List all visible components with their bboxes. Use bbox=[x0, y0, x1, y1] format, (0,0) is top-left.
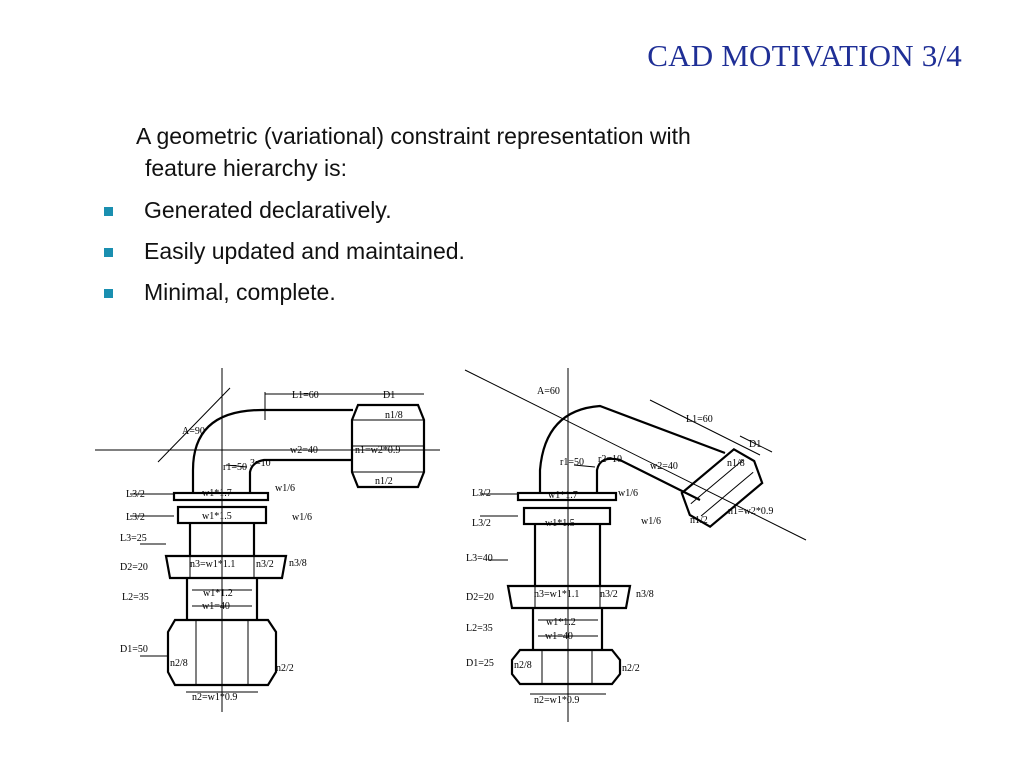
dim-label: w1*1.7 bbox=[548, 490, 578, 501]
dim-label: 3=10 bbox=[250, 458, 271, 469]
dim-label: A=90 bbox=[182, 426, 205, 437]
dim-label: w1/6 bbox=[292, 512, 312, 523]
dim-label: n1=w2*0.9 bbox=[355, 445, 400, 456]
dim-label: w1/6 bbox=[618, 488, 638, 499]
dim-label: w2=40 bbox=[290, 445, 318, 456]
bullet-list: Generated declaratively. Easily updated … bbox=[104, 193, 465, 316]
dim-label: w1*1.7 bbox=[202, 488, 232, 499]
dim-label: L3/2 bbox=[126, 512, 145, 523]
dim-label: n3/8 bbox=[289, 558, 307, 569]
dim-label: L1=60 bbox=[686, 414, 713, 425]
dim-label: L1=60 bbox=[292, 390, 319, 401]
dim-label: L2=35 bbox=[122, 592, 149, 603]
dim-label: D1 bbox=[749, 439, 761, 450]
dim-label: w1*1.2 bbox=[203, 588, 233, 599]
right-fitting-diagram: A=60 L1=60 D1 n1/8 n1=w2*0.9 n1/2 w2=40 … bbox=[464, 368, 807, 722]
dim-label: D2=20 bbox=[120, 562, 148, 573]
dim-label: D2=20 bbox=[466, 592, 494, 603]
dim-label: w1*1.5 bbox=[545, 518, 575, 529]
bullet-item: Generated declaratively. bbox=[104, 193, 465, 234]
right-labels: A=60 L1=60 D1 n1/8 n1=w2*0.9 n1/2 w2=40 … bbox=[466, 386, 773, 706]
left-fitting-diagram: A=90 L1=60 D1 n1/8 n1=w2*0.9 n1/2 w2=40 … bbox=[95, 368, 440, 712]
dim-label: w1/6 bbox=[275, 483, 295, 494]
dim-label: L3/2 bbox=[472, 518, 491, 529]
dim-label: n2/2 bbox=[276, 663, 294, 674]
dim-label: r1=50 bbox=[560, 457, 584, 468]
dim-label: D1=50 bbox=[120, 644, 148, 655]
right-geometry bbox=[464, 368, 807, 722]
dim-label: n1/2 bbox=[690, 515, 708, 526]
dim-label: w1*1.2 bbox=[546, 617, 576, 628]
dim-label: w1/6 bbox=[641, 516, 661, 527]
dim-label: w1=40 bbox=[202, 601, 230, 612]
dim-label: n2=w1*0.9 bbox=[534, 695, 579, 706]
slide-title: CAD MOTIVATION 3/4 bbox=[647, 38, 962, 73]
bullet-text: Minimal, complete. bbox=[144, 279, 336, 305]
dim-label: w2=40 bbox=[650, 461, 678, 472]
dim-label: D1=25 bbox=[466, 658, 494, 669]
bullet-text: Easily updated and maintained. bbox=[144, 238, 465, 264]
intro-line-2: feature hierarchy is: bbox=[145, 155, 347, 181]
dim-label: n3/2 bbox=[256, 559, 274, 570]
left-geometry bbox=[95, 368, 440, 712]
dim-label: L3=40 bbox=[466, 553, 493, 564]
dim-label: n2=w1*0.9 bbox=[192, 692, 237, 703]
dim-label: n1/8 bbox=[727, 458, 745, 469]
dim-label: w1*1.5 bbox=[202, 511, 232, 522]
dim-label: n3=w1*1.1 bbox=[190, 559, 235, 570]
square-bullet-icon bbox=[104, 248, 113, 257]
dim-label: n2/2 bbox=[622, 663, 640, 674]
left-labels: A=90 L1=60 D1 n1/8 n1=w2*0.9 n1/2 w2=40 … bbox=[120, 390, 403, 703]
dim-label: L2=35 bbox=[466, 623, 493, 634]
dim-label: n1=w2*0.9 bbox=[728, 506, 773, 517]
dim-label: n3/2 bbox=[600, 589, 618, 600]
dim-label: n2/8 bbox=[514, 660, 532, 671]
bullet-text: Generated declaratively. bbox=[144, 197, 392, 223]
dim-label: L3=25 bbox=[120, 533, 147, 544]
dim-label: D1 bbox=[383, 390, 395, 401]
dim-label: L3/2 bbox=[126, 489, 145, 500]
dim-label: n1/8 bbox=[385, 410, 403, 421]
intro-text: A geometric (variational) constraint rep… bbox=[136, 120, 691, 184]
square-bullet-icon bbox=[104, 289, 113, 298]
dim-label: w1=40 bbox=[545, 631, 573, 642]
dim-label: n2/8 bbox=[170, 658, 188, 669]
intro-line-1: A geometric (variational) constraint rep… bbox=[136, 123, 691, 149]
dim-label: A=60 bbox=[537, 386, 560, 397]
dim-label: n1/2 bbox=[375, 476, 393, 487]
dim-label: n3/8 bbox=[636, 589, 654, 600]
square-bullet-icon bbox=[104, 207, 113, 216]
bullet-item: Easily updated and maintained. bbox=[104, 234, 465, 275]
bullet-item: Minimal, complete. bbox=[104, 275, 465, 316]
dim-label: L3/2 bbox=[472, 488, 491, 499]
dim-label: r2=10 bbox=[598, 454, 622, 465]
dim-label: n3=w1*1.1 bbox=[534, 589, 579, 600]
dim-label: r1=50 bbox=[223, 462, 247, 473]
